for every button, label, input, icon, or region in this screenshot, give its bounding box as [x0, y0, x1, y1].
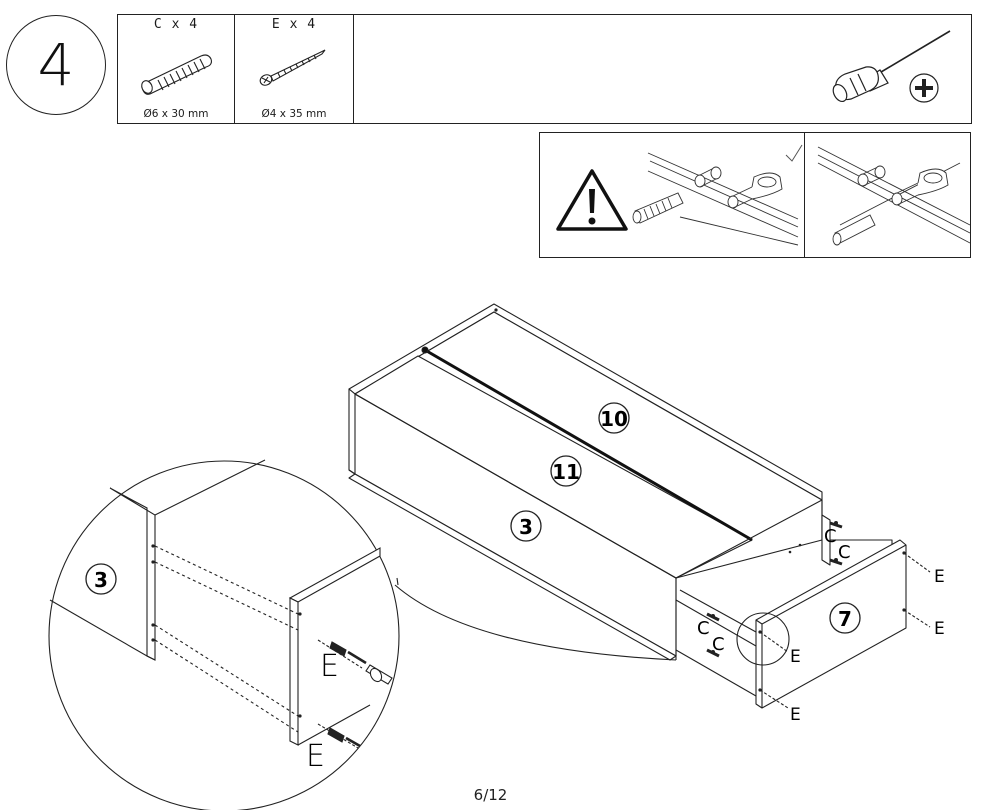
screw-label-e-1: E	[934, 567, 945, 587]
part-dimension-dowel: Ø6 x 30 mm	[143, 108, 209, 120]
detail-labels: 3 E E	[85, 563, 339, 774]
screw-label-e-4: E	[790, 705, 801, 725]
panel-10-badge	[598, 402, 630, 434]
incorrect-orientation-drawing	[817, 146, 971, 246]
step-number-badge: 4	[6, 15, 106, 115]
dowel-icon	[141, 54, 212, 95]
phillips-screwdriver-icon	[832, 30, 951, 103]
panel-3-badge	[510, 510, 542, 542]
part-dimension-screw: Ø4 x 35 mm	[261, 108, 327, 120]
dowel-label-c-4: C	[712, 634, 725, 655]
dowel-label-c-1: C	[824, 526, 837, 547]
part-cell-screw: E x 4 Ø4 x 35 mm	[235, 15, 354, 123]
detail-screw-label-e-1: E	[320, 649, 339, 684]
part-title-screw: E x 4	[271, 17, 317, 32]
correct-orientation-drawing	[632, 152, 799, 246]
panel-3-label: 3	[519, 515, 533, 539]
step-number: 4	[37, 31, 75, 99]
part-cell-dowel: C x 4 Ø6 x 30 mm	[118, 15, 235, 123]
dowel-label-c-3: C	[697, 618, 710, 639]
panel-7-badge	[829, 602, 861, 634]
panel-10-label: 10	[600, 407, 628, 431]
assembly-labels: 10 11 3 7 C C C C E E E E	[510, 402, 945, 725]
exclamation-warning-icon	[556, 169, 628, 231]
screw-label-e-3: E	[790, 647, 801, 667]
part-title-dowel: C x 4	[153, 17, 199, 32]
panel-11-label: 11	[552, 460, 580, 484]
detail-panel-3-badge	[85, 563, 117, 595]
panel-11-badge	[550, 455, 582, 487]
checkmark-icon	[785, 144, 803, 162]
screw-label-e-2: E	[934, 619, 945, 639]
dowel-label-c-2: C	[838, 542, 851, 563]
warning-divider	[804, 133, 806, 257]
detail-panel-3-label: 3	[94, 568, 108, 592]
detail-screw-label-e-2: E	[306, 739, 325, 774]
parts-panel: C x 4 Ø6 x 30 mm E x 4 Ø4 x 35	[117, 14, 972, 124]
dowel-orientation-warning-panel	[539, 132, 971, 258]
warning-illustration	[556, 144, 971, 246]
panel-7-label: 7	[838, 607, 852, 631]
screw-icon	[259, 49, 326, 86]
detail-view	[49, 459, 393, 749]
page-number: 6/12	[473, 786, 508, 804]
